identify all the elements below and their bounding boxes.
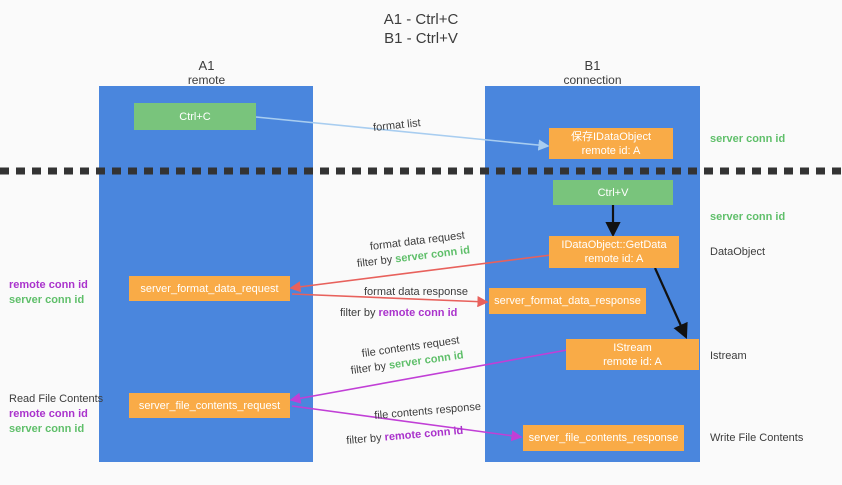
node-idataobject[interactable]: 保存IDataObject remote id: A <box>549 128 673 159</box>
column-header-a1-sub: remote <box>187 73 226 87</box>
node-server-format-data-request[interactable]: server_format_data_request <box>129 276 290 301</box>
right-label-server-conn-id-top: server conn id <box>710 133 786 145</box>
edge-label-format-data-response: format data response <box>364 286 468 298</box>
left-label-server-conn-id-1: server conn id <box>9 294 85 306</box>
column-header-b1-name: B1 <box>584 58 601 73</box>
node-server-file-contents-response[interactable]: server_file_contents_response <box>523 425 684 451</box>
filter-value-remote-conn-id: remote conn id <box>378 307 458 319</box>
node-server-format-data-response[interactable]: server_format_data_response <box>489 288 646 314</box>
node-server-file-contents-request-label: server_file_contents_request <box>138 399 281 412</box>
left-label-remote-conn-id-1: remote conn id <box>9 279 88 291</box>
column-header-b1-sub: connection <box>563 73 622 87</box>
column-header-a1: A1 remote <box>129 58 284 88</box>
right-label-write-file-contents: Write File Contents <box>710 432 804 444</box>
right-label-server-conn-id-mid: server conn id <box>710 211 786 223</box>
right-label-dataobject: DataObject <box>710 246 766 258</box>
filter-prefix: filter by <box>350 359 390 378</box>
column-header-a1-name: A1 <box>198 58 215 73</box>
column-header-b1: B1 connection <box>515 58 670 88</box>
left-label-server-conn-id-2: server conn id <box>9 423 85 435</box>
node-server-format-data-request-label: server_format_data_request <box>140 282 279 295</box>
filter-prefix: filter by <box>345 431 386 448</box>
node-ctrl-c[interactable]: Ctrl+C <box>134 103 256 130</box>
edge-label-file-contents-response: file contents response <box>373 400 482 423</box>
node-server-file-contents-request[interactable]: server_file_contents_request <box>129 393 290 418</box>
node-ctrl-v[interactable]: Ctrl+V <box>553 180 673 205</box>
node-server-format-data-response-label: server_format_data_response <box>494 295 641 307</box>
left-label-read-file-contents: Read File Contents <box>9 393 104 405</box>
node-idataobject-sublabel: remote id: A <box>581 144 641 157</box>
node-ctrl-v-label: Ctrl+V <box>597 186 629 199</box>
filter-prefix: filter by <box>340 307 379 319</box>
node-server-file-contents-response-label: server_file_contents_response <box>528 432 679 444</box>
node-istream-label: IStream <box>613 341 652 354</box>
edge-label-format-data-response-filter: filter by remote conn id <box>340 306 457 321</box>
edge-label-file-contents-response-filter: filter by remote conn id <box>346 424 464 449</box>
node-istream-sublabel: remote id: A <box>603 355 662 368</box>
filter-value-remote-conn-id: remote conn id <box>384 424 464 444</box>
left-label-group-file: Read File Contents remote conn id server… <box>9 392 103 437</box>
node-ctrl-c-label: Ctrl+C <box>179 110 211 123</box>
left-label-remote-conn-id-2: remote conn id <box>9 408 88 420</box>
right-label-istream: Istream <box>710 350 747 362</box>
edge-label-format-list: format list <box>372 117 422 135</box>
node-istream[interactable]: IStream remote id: A <box>566 339 699 370</box>
left-label-group-format: remote conn id server conn id <box>9 278 88 308</box>
node-getdata[interactable]: IDataObject::GetData remote id: A <box>549 236 679 268</box>
node-idataobject-label: 保存IDataObject <box>570 130 652 143</box>
page-title: A1 - Ctrl+C B1 - Ctrl+V <box>383 11 459 47</box>
node-getdata-sublabel: remote id: A <box>584 253 644 265</box>
filter-prefix: filter by <box>356 253 396 271</box>
node-getdata-label: IDataObject::GetData <box>561 239 667 251</box>
